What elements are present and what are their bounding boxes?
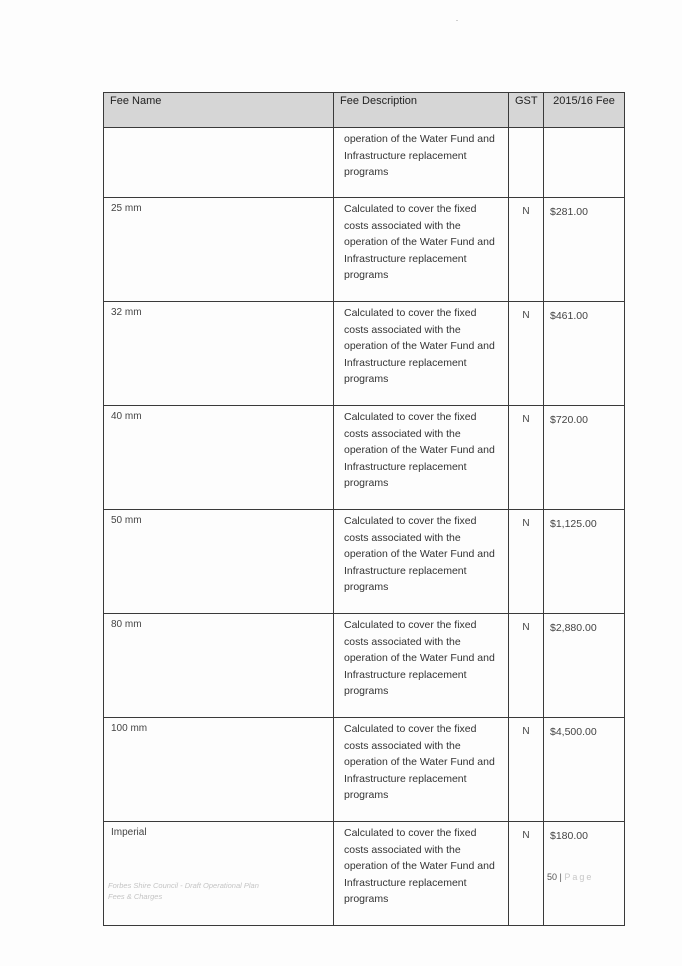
- gst-cell: N: [508, 509, 544, 614]
- footer-document-title: Forbes Shire Council - Draft Operational…: [108, 880, 259, 902]
- page-separator: |: [559, 872, 562, 882]
- fee-name-cell: 50 mm: [103, 509, 334, 614]
- gst-cell: N: [508, 301, 544, 406]
- fee-description-cell: Calculated to cover the fixed costs asso…: [333, 301, 509, 406]
- gst-cell: N: [508, 613, 544, 718]
- fee-cell: $180.00: [543, 821, 625, 926]
- table-row: Imperial Calculated to cover the fixed c…: [103, 821, 625, 926]
- header-fee-name: Fee Name: [103, 92, 334, 128]
- page-number-value: 50: [547, 872, 558, 882]
- fee-cell: [543, 127, 625, 198]
- fee-description-cell: Calculated to cover the fixed costs asso…: [333, 717, 509, 822]
- fee-name-cell: [103, 127, 334, 198]
- fee-cell: $461.00: [543, 301, 625, 406]
- page-word: Page: [564, 872, 594, 882]
- header-gst: GST: [508, 92, 544, 128]
- fee-description-cell: Calculated to cover the fixed costs asso…: [333, 509, 509, 614]
- table-row: 80 mm Calculated to cover the fixed cost…: [103, 613, 625, 718]
- fee-cell: $281.00: [543, 197, 625, 302]
- gst-cell: N: [508, 197, 544, 302]
- fee-name-cell: 25 mm: [103, 197, 334, 302]
- header-fee-description: Fee Description: [333, 92, 509, 128]
- fee-cell: $720.00: [543, 405, 625, 510]
- fee-description-cell: operation of the Water Fund and Infrastr…: [333, 127, 509, 198]
- page-number: 50 | Page: [547, 872, 593, 882]
- table-row: 50 mm Calculated to cover the fixed cost…: [103, 509, 625, 614]
- fee-cell: $4,500.00: [543, 717, 625, 822]
- table-row: 40 mm Calculated to cover the fixed cost…: [103, 405, 625, 510]
- fee-description-cell: Calculated to cover the fixed costs asso…: [333, 405, 509, 510]
- fee-name-cell: Imperial: [103, 821, 334, 926]
- fee-description-cell: Calculated to cover the fixed costs asso…: [333, 613, 509, 718]
- fee-name-cell: 32 mm: [103, 301, 334, 406]
- fee-description-cell: Calculated to cover the fixed costs asso…: [333, 197, 509, 302]
- gst-cell: N: [508, 405, 544, 510]
- gst-cell: N: [508, 717, 544, 822]
- table-row: 100 mm Calculated to cover the fixed cos…: [103, 717, 625, 822]
- fee-description-cell: Calculated to cover the fixed costs asso…: [333, 821, 509, 926]
- table-row-continued: operation of the Water Fund and Infrastr…: [103, 127, 625, 198]
- fee-name-cell: 100 mm: [103, 717, 334, 822]
- fees-table: Fee Name Fee Description GST 2015/16 Fee…: [103, 92, 625, 926]
- fee-cell: $1,125.00: [543, 509, 625, 614]
- scan-speck: [456, 20, 458, 21]
- fee-name-cell: 80 mm: [103, 613, 334, 718]
- table-row: 32 mm Calculated to cover the fixed cost…: [103, 301, 625, 406]
- footer-title-line: Forbes Shire Council - Draft Operational…: [108, 881, 259, 890]
- header-fee: 2015/16 Fee: [543, 92, 625, 128]
- gst-cell: [508, 127, 544, 198]
- table-header-row: Fee Name Fee Description GST 2015/16 Fee: [103, 92, 625, 128]
- footer-subtitle-line: Fees & Charges: [108, 892, 163, 901]
- fee-cell: $2,880.00: [543, 613, 625, 718]
- table-row: 25 mm Calculated to cover the fixed cost…: [103, 197, 625, 302]
- gst-cell: N: [508, 821, 544, 926]
- fee-name-cell: 40 mm: [103, 405, 334, 510]
